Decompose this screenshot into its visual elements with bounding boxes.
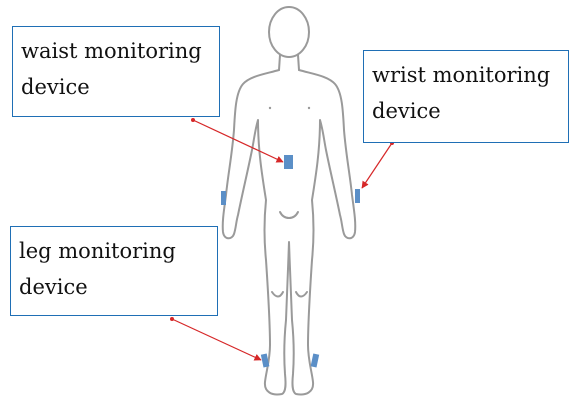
waist-arrow — [192, 119, 284, 163]
waist-label-line1: waist monitoring — [21, 39, 202, 63]
waist-device — [284, 155, 293, 169]
devices — [221, 155, 360, 368]
wrist-arrow — [361, 142, 393, 189]
leg-arrow — [171, 318, 262, 361]
leg-device-label: leg monitoring device — [10, 226, 218, 316]
waist-label-line2: device — [21, 75, 90, 99]
wrist-device-right — [355, 189, 360, 203]
leg-label-line2: device — [19, 275, 88, 299]
leg-label-line1: leg monitoring — [19, 239, 176, 263]
leg-device-right — [310, 353, 320, 368]
wrist-device-label: wrist monitoring device — [363, 50, 569, 143]
wrist-label-line1: wrist monitoring — [372, 63, 551, 87]
human-body-outline — [221, 6, 357, 396]
waist-device-label: waist monitoring device — [12, 26, 220, 117]
leg-device-left — [260, 353, 270, 368]
wrist-label-line2: device — [372, 99, 441, 123]
wrist-device-left — [221, 191, 226, 205]
